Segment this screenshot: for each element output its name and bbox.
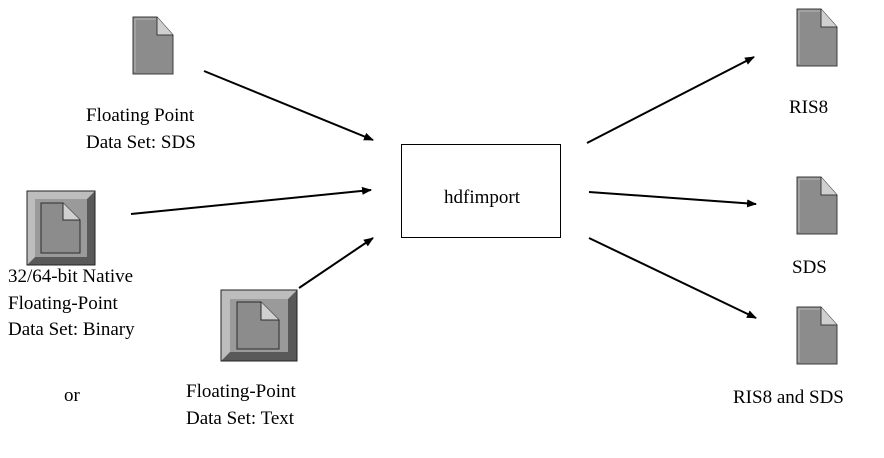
or-label: or	[64, 385, 80, 406]
hdfimport-label: hdfimport	[444, 187, 520, 208]
file-icon	[796, 306, 838, 365]
file-beveled-icon	[220, 289, 298, 362]
input-binary-line2: Floating-Point	[8, 293, 118, 314]
arrow-hdfimport-to-ris8-sds	[588, 237, 757, 319]
file-beveled-icon	[26, 190, 96, 266]
output-ris8-label: RIS8	[789, 97, 829, 118]
arrow-hdfimport-to-sds	[588, 191, 757, 208]
input-text-line1: Floating-Point	[186, 381, 296, 402]
file-icon	[796, 8, 838, 67]
file-icon	[796, 176, 838, 235]
arrow-hdfimport-to-ris8	[586, 56, 755, 144]
input-text-line2: Data Set: Text	[186, 408, 295, 429]
input-binary-line3: Data Set: Binary	[8, 319, 135, 340]
arrow-sds-to-hdfimport	[203, 70, 374, 141]
hdfimport-box	[401, 144, 561, 238]
input-float-sds-line1: Floating Point	[86, 105, 195, 126]
input-float-sds-line2: Data Set: SDS	[86, 132, 196, 153]
output-sds-label: SDS	[792, 257, 827, 278]
file-icon	[132, 16, 174, 75]
input-binary-line1: 32/64-bit Native	[8, 266, 134, 287]
output-ris8-sds-label: RIS8 and SDS	[733, 387, 844, 408]
arrow-text-to-hdfimport	[298, 237, 374, 289]
arrow-binary-to-hdfimport	[130, 186, 372, 215]
